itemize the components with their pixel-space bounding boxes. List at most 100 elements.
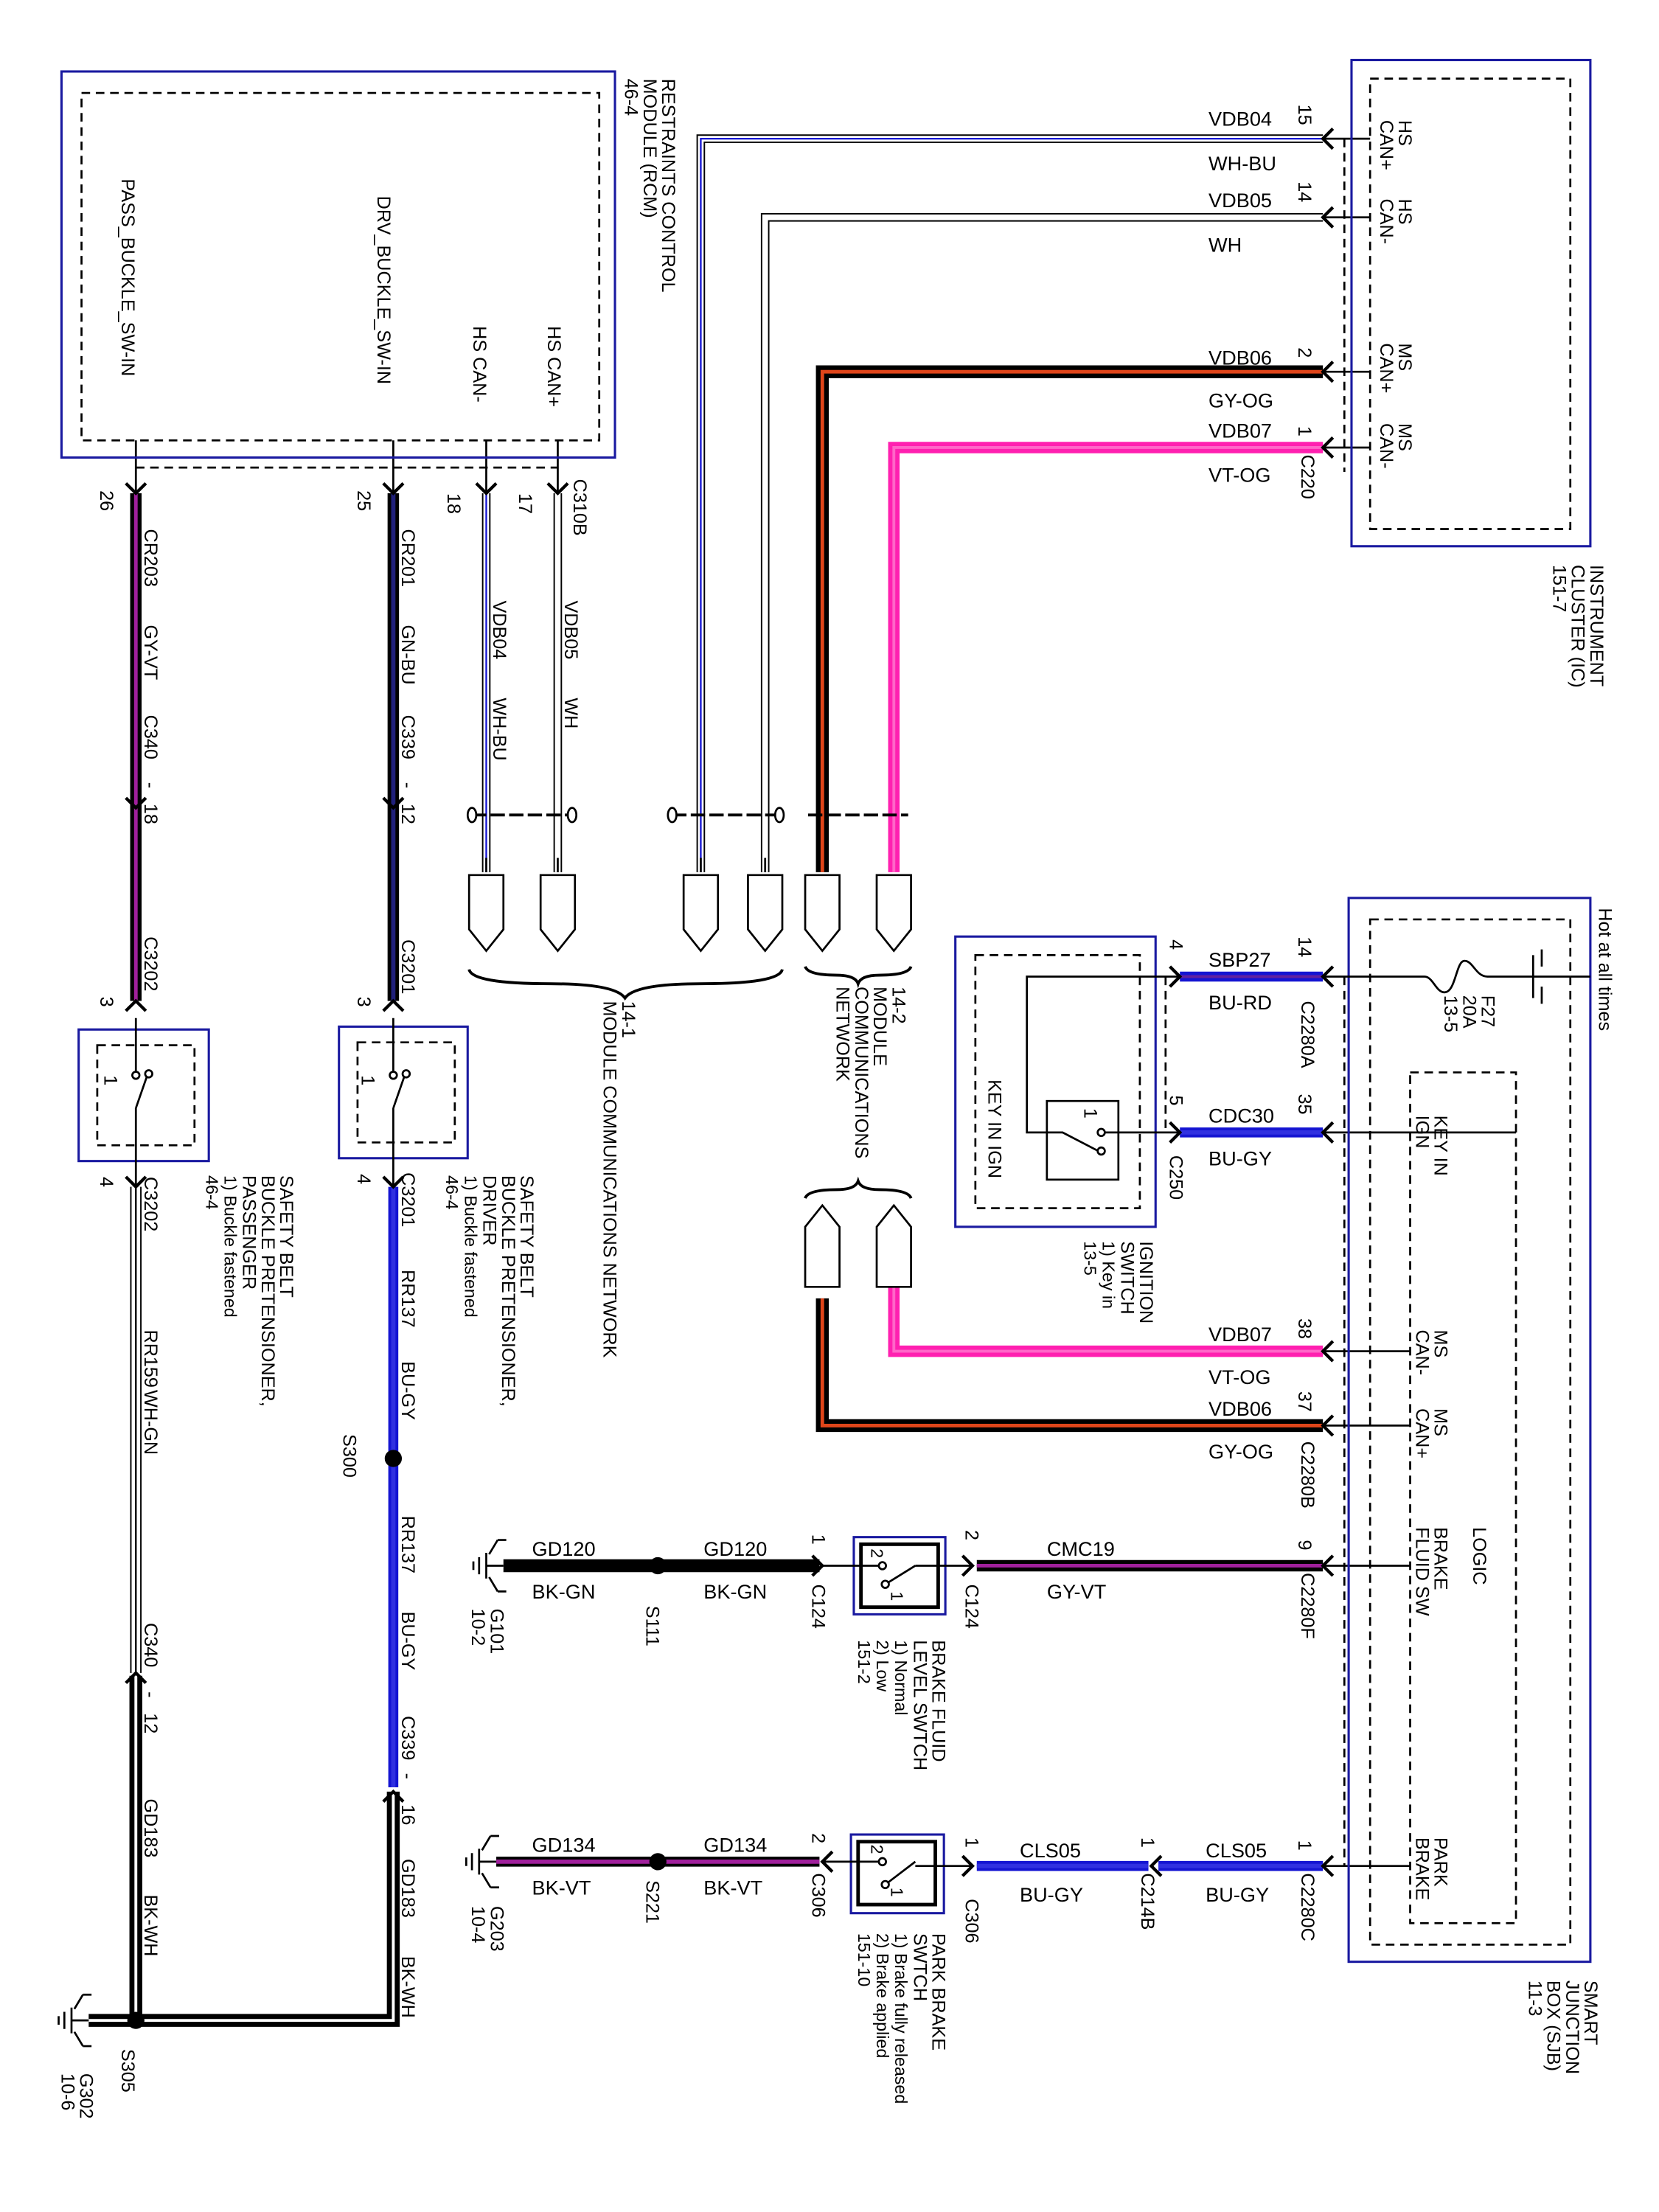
- inline-connector-icon: [804, 874, 841, 953]
- wire-color-label: BU-RD: [1208, 991, 1272, 1014]
- component-label: BUCKLE PRETENSIONER,: [257, 1175, 278, 1407]
- ground-label: G302: [76, 2073, 97, 2119]
- circuit-label: RR159: [140, 1329, 161, 1387]
- circuit-label: VDB07: [1208, 419, 1272, 442]
- passenger-switch-box: [77, 1028, 210, 1163]
- circuit-label: CLS05: [1020, 1839, 1081, 1862]
- component-label: 1) Buckle fastened: [221, 1175, 240, 1318]
- wire-color-label: GY-OG: [1208, 389, 1273, 412]
- ground-symbol: [472, 1539, 507, 1593]
- connector-label: C2280A: [1297, 1001, 1318, 1068]
- component-ref: 151-2: [855, 1640, 874, 1684]
- connector-arrow-icon: [475, 481, 498, 496]
- ic-inner: [1368, 77, 1572, 530]
- wire-strand: [136, 1791, 395, 2023]
- sjb-inner: [1368, 918, 1572, 1946]
- circuit-label: CDC30: [1208, 1104, 1274, 1127]
- switch-contact: 1: [1079, 1108, 1100, 1119]
- wire-color-label: WH: [1208, 233, 1242, 256]
- wire-strand: [760, 212, 1324, 872]
- rcm-ref: 46-4: [621, 79, 641, 116]
- wire-color-label: GY-VT: [140, 625, 161, 680]
- pin-number: 17: [515, 493, 535, 514]
- ground-label: G203: [486, 1906, 507, 1952]
- ic-pin-name: CAN+: [1376, 120, 1397, 170]
- sjb-pin-name: MS: [1430, 1329, 1450, 1357]
- connector-label: C2280F: [1297, 1573, 1318, 1639]
- separator: -: [140, 1691, 161, 1697]
- component-label: IGNITION: [1135, 1241, 1156, 1324]
- pin-number: 16: [397, 1804, 418, 1825]
- park-brake-switch-inner: [856, 1840, 937, 1907]
- wire-strand: [820, 1298, 1324, 1427]
- wire-color-label: BK-GN: [532, 1580, 596, 1603]
- wire-strand: [892, 1287, 1324, 1353]
- connector-label: C3202: [140, 1177, 161, 1231]
- inline-connector-icon: [747, 874, 784, 953]
- wire-strand: [700, 137, 1324, 872]
- pin-number: 14: [1294, 936, 1315, 957]
- ground-icon: [472, 1539, 507, 1593]
- pin-number: 38: [1294, 1318, 1315, 1339]
- wire-wh-bu: [696, 134, 1324, 872]
- connector-arrow-icon: [382, 1789, 405, 1803]
- circuit-label: CLS05: [1206, 1839, 1267, 1862]
- ground-icon: [58, 1993, 92, 2048]
- connector-arrow-icon: [1321, 1121, 1335, 1144]
- ground-ref: 10-4: [467, 1906, 488, 1943]
- inline-connector-icon: [875, 1203, 912, 1288]
- wire-color-label: BK-GN: [703, 1580, 767, 1603]
- pin-number: 3: [353, 997, 374, 1007]
- pin-number: 37: [1294, 1391, 1315, 1412]
- wire-color-label: GY-VT: [1047, 1580, 1106, 1603]
- component-label: PASSENGER: [239, 1175, 260, 1290]
- component-label: SAFETY BELT: [516, 1175, 537, 1298]
- splice-dot: [127, 2011, 145, 2029]
- connector-label: C339: [397, 1716, 418, 1760]
- wire-bk-wh: [136, 1791, 400, 2027]
- component-ref: 46-4: [202, 1175, 221, 1210]
- pin-number: 5: [1166, 1095, 1186, 1105]
- pin-number: 12: [397, 804, 418, 824]
- sjb-pin-name: BRAKE: [1411, 1837, 1432, 1900]
- connector-arrow-icon: [1321, 436, 1335, 459]
- ic-pin-name: MS: [1394, 423, 1415, 451]
- separator: -: [140, 782, 161, 788]
- wire-vt-og: [888, 442, 1324, 872]
- connector-label: C2280C: [1297, 1873, 1318, 1941]
- circuit-label: VDB04: [1208, 108, 1272, 131]
- sjb-logic-block: [1409, 1071, 1517, 1924]
- sjb-pin-name: KEY IN: [1430, 1116, 1450, 1176]
- wires: [88, 134, 1324, 2027]
- splice-dot: [649, 1557, 667, 1575]
- circuit-label: CR201: [397, 529, 418, 587]
- fuse-ref: 13-5: [1440, 995, 1461, 1032]
- circuit-label: VDB06: [1208, 1397, 1272, 1420]
- sjb-ref: 11-3: [1524, 1980, 1545, 2017]
- connector-arrow-icon: [125, 796, 147, 810]
- circuit-label: GD134: [532, 1833, 596, 1856]
- inline-connector-icon: [539, 874, 577, 953]
- connector-label: C310B: [569, 479, 590, 536]
- circuit-label: SBP27: [1208, 948, 1271, 971]
- sjb-pin-name: PARK: [1430, 1837, 1450, 1887]
- pin-number: 1: [808, 1534, 829, 1545]
- ground-symbol: [465, 1834, 499, 1889]
- pin-number: 26: [96, 490, 116, 511]
- connector-label: C220: [1297, 455, 1318, 499]
- sjb-title: JUNCTION: [1562, 1980, 1582, 2074]
- restraints-control-module: RESTRAINTS CONTROL MODULE (RCM) 46-4 PAS…: [60, 70, 678, 761]
- circuit-label: RR137: [397, 1516, 418, 1573]
- splice-label: S221: [642, 1880, 663, 1924]
- component-label: PARK BRAKE: [928, 1933, 949, 2051]
- circuit-label: GD183: [140, 1799, 161, 1858]
- pin-number: 18: [140, 804, 161, 824]
- connector-arrow-icon: [1321, 361, 1335, 383]
- wire-strand: [820, 369, 1324, 872]
- circuit-label: CMC19: [1047, 1537, 1115, 1560]
- connector-label: C339: [397, 715, 418, 759]
- connector-marks: [58, 128, 1517, 2048]
- switch-icon: [822, 1561, 973, 1589]
- driver-switch-inner: [356, 1041, 456, 1144]
- wire-color-label: BU-GY: [1020, 1883, 1083, 1906]
